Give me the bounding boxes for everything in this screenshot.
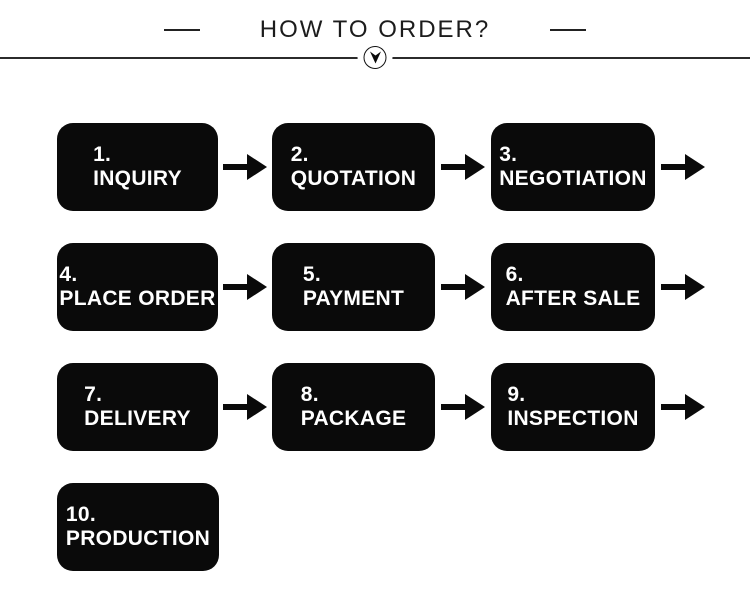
step-label: INQUIRY — [93, 167, 182, 190]
step-box-place-order: 4. PLACE ORDER — [57, 243, 218, 331]
step-box-inspection: 9. INSPECTION — [491, 363, 655, 451]
step-box-inquiry: 1. INQUIRY — [57, 123, 218, 211]
step-text: 5. PAYMENT — [303, 263, 404, 311]
title-dash-right — [550, 29, 587, 31]
step-label: PACKAGE — [300, 407, 407, 430]
step-label: PAYMENT — [302, 287, 405, 310]
flow-row-3: 7. DELIVERY 8. PACKAGE 9. INSPECTION — [57, 363, 709, 451]
step-number: 8. — [300, 383, 319, 406]
step-text: 8. PACKAGE — [301, 383, 407, 431]
step-label: PLACE ORDER — [59, 287, 216, 310]
step-number: 7. — [84, 383, 103, 406]
step-box-after-sale: 6. AFTER SALE — [491, 243, 655, 331]
step-label: QUOTATION — [290, 167, 417, 190]
arrow-right-icon — [218, 154, 272, 180]
step-label: DELIVERY — [84, 407, 191, 430]
circled-down-arrow-icon — [363, 46, 387, 69]
section-header: HOW TO ORDER? — [0, 16, 750, 44]
arrow-right-icon — [655, 154, 709, 180]
arrow-right-icon — [655, 274, 709, 300]
flow-row-1: 1. INQUIRY 2. QUOTATION 3. NEGOTIATION — [57, 123, 709, 211]
step-text: 4. PLACE ORDER — [59, 263, 215, 311]
step-number: 9. — [507, 383, 526, 406]
step-text: 9. INSPECTION — [507, 383, 638, 431]
step-label: AFTER SALE — [505, 287, 641, 310]
step-text: 2. QUOTATION — [291, 143, 417, 191]
step-box-delivery: 7. DELIVERY — [57, 363, 218, 451]
step-number: 2. — [290, 143, 309, 166]
flow-row-2: 4. PLACE ORDER 5. PAYMENT 6. AFTER SALE — [57, 243, 709, 331]
arrow-right-icon — [435, 394, 491, 420]
step-number: 5. — [302, 263, 321, 286]
step-number: 6. — [505, 263, 524, 286]
step-number: 10. — [65, 503, 96, 526]
title-dash-left — [163, 29, 200, 31]
step-box-negotiation: 3. NEGOTIATION — [491, 123, 655, 211]
step-number: 1. — [93, 143, 112, 166]
step-box-production: 10. PRODUCTION — [57, 483, 219, 571]
step-label: PRODUCTION — [65, 527, 211, 550]
arrow-right-icon — [218, 274, 272, 300]
page-title: HOW TO ORDER? — [259, 16, 491, 43]
step-number: 4. — [59, 263, 78, 286]
step-number: 3. — [499, 143, 518, 166]
step-label: NEGOTIATION — [499, 167, 647, 190]
flow-row-4: 10. PRODUCTION — [57, 483, 709, 571]
step-box-quotation: 2. QUOTATION — [272, 123, 435, 211]
process-flow: 1. INQUIRY 2. QUOTATION 3. NEGOTIATION — [57, 123, 709, 603]
step-label: INSPECTION — [507, 407, 639, 430]
arrow-right-icon — [435, 154, 491, 180]
divider-line — [0, 46, 750, 69]
step-box-package: 8. PACKAGE — [272, 363, 435, 451]
step-text: 7. DELIVERY — [84, 383, 191, 431]
step-text: 6. AFTER SALE — [506, 263, 641, 311]
arrow-right-icon — [218, 394, 272, 420]
step-text: 1. INQUIRY — [93, 143, 182, 191]
step-box-payment: 5. PAYMENT — [272, 243, 435, 331]
step-text: 3. NEGOTIATION — [499, 143, 647, 191]
arrow-right-icon — [655, 394, 709, 420]
step-text: 10. PRODUCTION — [66, 503, 210, 551]
arrow-right-icon — [435, 274, 491, 300]
